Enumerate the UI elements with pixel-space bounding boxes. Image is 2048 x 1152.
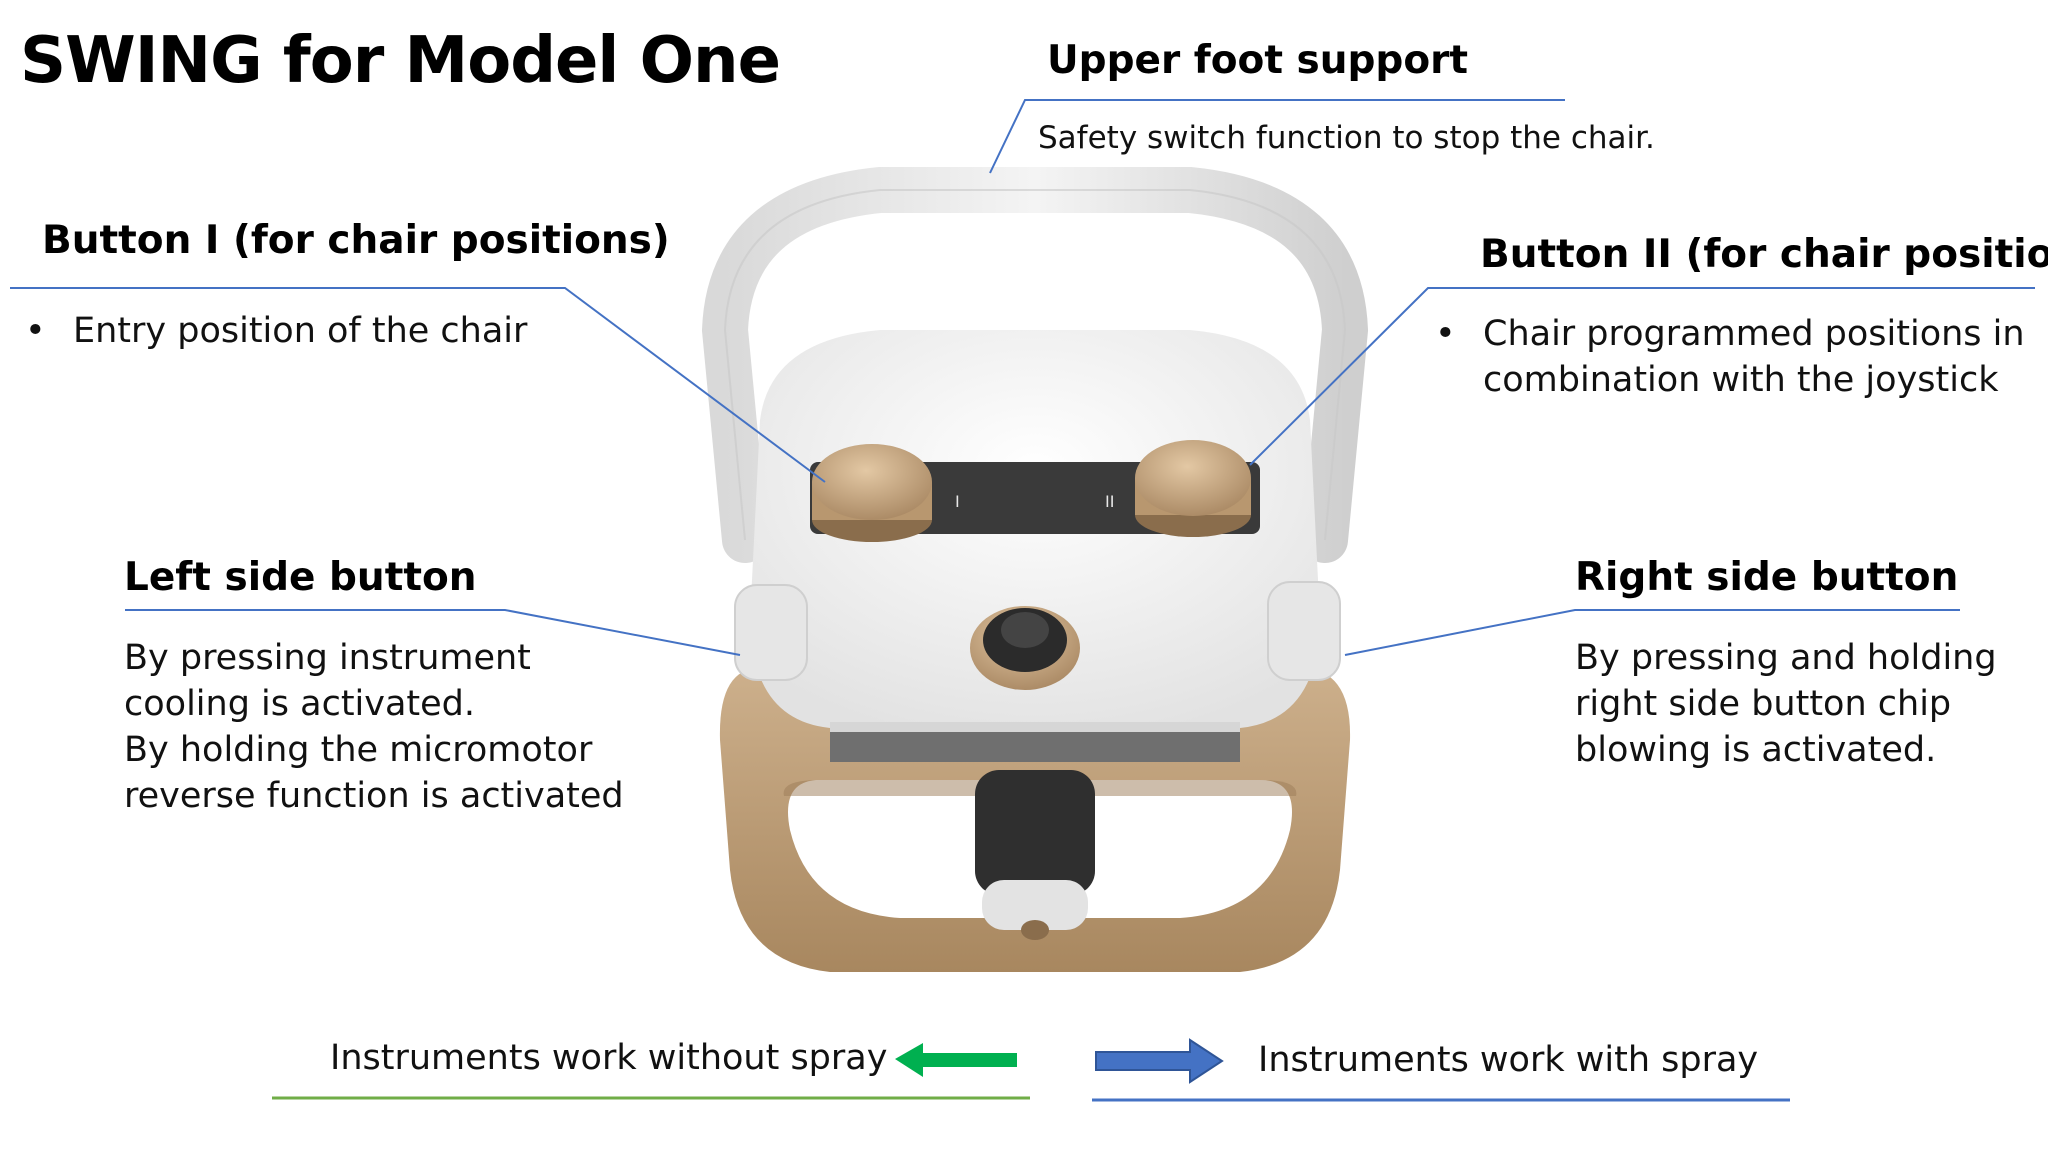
button-two-text-line1: Chair programmed positions in (1483, 314, 2025, 354)
right-side-button-heading: Right side button (1575, 555, 1959, 600)
bullet-marker: • (1435, 314, 1456, 354)
left-side-button-line4: reverse function is activated (124, 776, 624, 816)
button-one-item: • Entry position of the chair (25, 308, 527, 354)
button-one-text: Entry position of the chair (73, 311, 528, 351)
button-one-heading: Button I (for chair positions) (42, 218, 670, 263)
button-two-item: • Chair programmed positions in (1435, 311, 2025, 357)
arrow-right-icon (1095, 1038, 1224, 1084)
control-body (750, 330, 1320, 762)
strip-mark-one: I (955, 492, 960, 511)
without-spray-label: Instruments work without spray (330, 1038, 888, 1078)
button-two-heading: Button II (for chair positions) (1480, 232, 2048, 277)
right-side-button-line3: blowing is activated. (1575, 730, 1937, 770)
arrow-left-icon (895, 1043, 1017, 1077)
left-side-button-line1: By pressing instrument (124, 638, 531, 678)
left-side-button-shape (734, 584, 808, 681)
bullet-marker: • (25, 311, 46, 351)
upper-foot-support-handle (701, 167, 1369, 563)
left-side-button-heading: Left side button (124, 555, 477, 600)
right-side-button-shape (1267, 581, 1341, 681)
button-one-leader (10, 287, 826, 483)
right-side-leader (1344, 609, 1960, 656)
button-two-leader (1249, 287, 2035, 466)
left-side-leader (125, 609, 741, 656)
right-side-button-line1: By pressing and holding (1575, 638, 1997, 678)
callout-lines (10, 99, 2035, 656)
right-side-button-line2: right side button chip (1575, 684, 1952, 724)
button-two-knob (1135, 440, 1251, 537)
joystick (970, 606, 1080, 690)
page-title: SWING for Model One (20, 24, 781, 98)
lower-pedal (975, 770, 1095, 940)
button-one-knob (812, 444, 932, 542)
left-side-button-line2: cooling is activated. (124, 684, 476, 724)
strip-mark-two: II (1105, 492, 1114, 511)
with-spray-label: Instruments work with spray (1258, 1040, 1759, 1080)
left-side-button-line3: By holding the micromotor (124, 730, 593, 770)
upper-support-leader (989, 99, 1565, 174)
upper-foot-support-text: Safety switch function to stop the chair… (1038, 120, 1655, 156)
upper-foot-support-heading: Upper foot support (1047, 38, 1469, 83)
button-two-text-line2: combination with the joystick (1483, 360, 1999, 400)
legend-graphics (272, 1038, 1790, 1102)
